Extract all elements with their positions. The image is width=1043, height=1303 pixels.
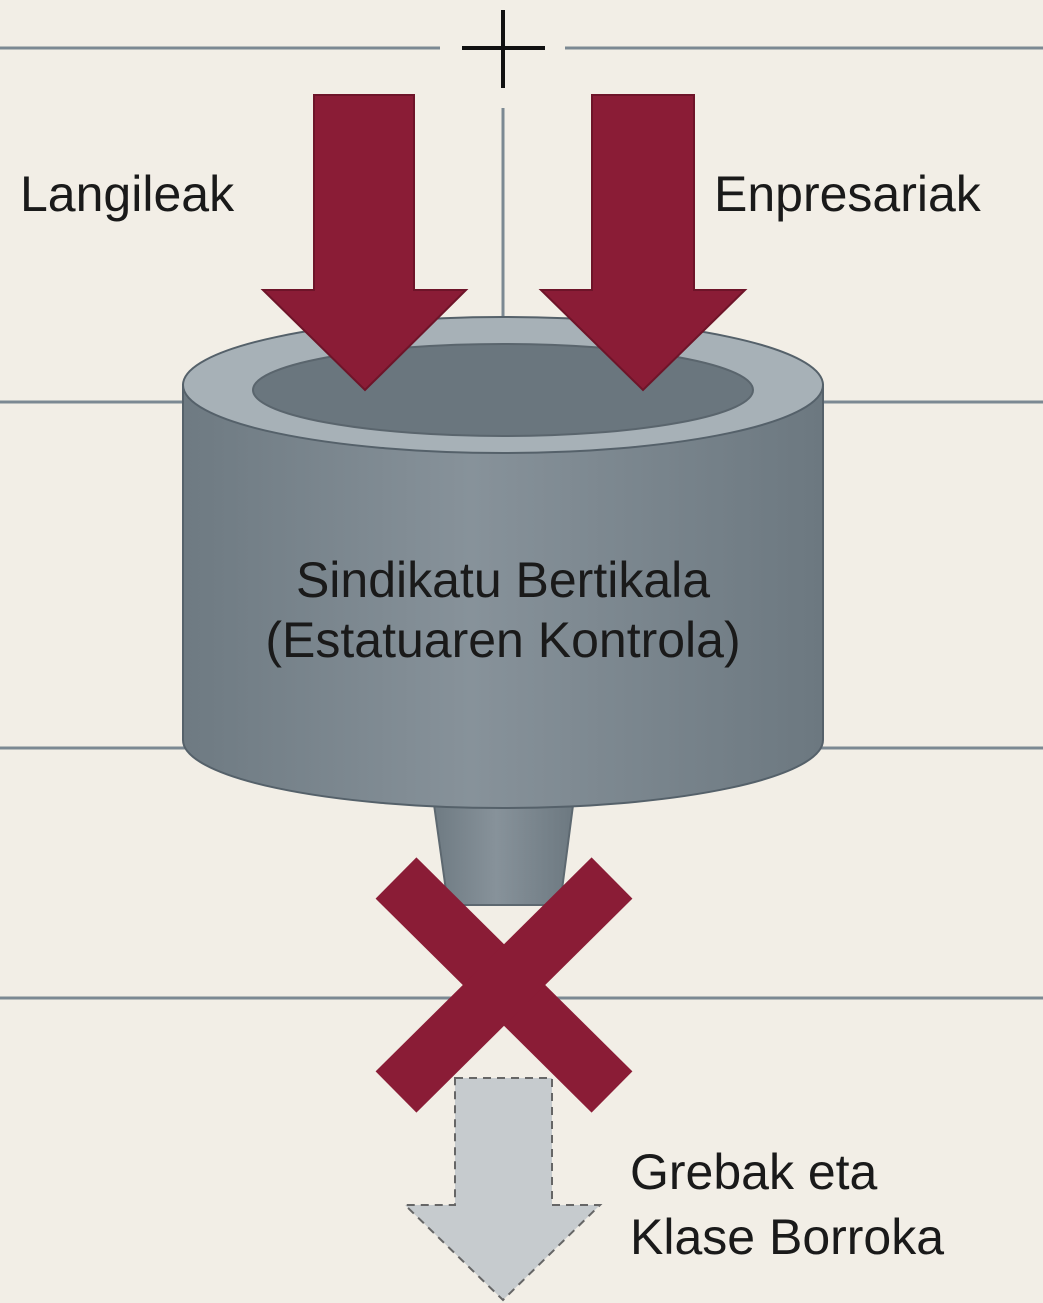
- blocked-outcome-arrow: [402, 1077, 603, 1302]
- label-employers: Enpresariak: [714, 166, 981, 222]
- syndicate-label: Sindikatu Bertikala (Estatuaren Kontrola…: [183, 550, 823, 670]
- outcome-label: Grebak eta Klase Borroka: [630, 1140, 944, 1270]
- x-mark-icon: [375, 857, 633, 1113]
- outcome-label-line2: Klase Borroka: [630, 1209, 945, 1265]
- syndicate-label-line1: Sindikatu Bertikala: [295, 552, 711, 608]
- cylinder-opening: [252, 343, 754, 437]
- cylinder-body: [182, 384, 824, 809]
- plus-icon: [462, 10, 545, 88]
- arrow-workers: [260, 94, 469, 392]
- syndicate-label-line2: (Estatuaren Kontrola): [265, 612, 741, 668]
- arrow-employers: [538, 94, 748, 392]
- label-workers: Langileak: [20, 166, 235, 222]
- outcome-label-line1: Grebak eta: [630, 1144, 878, 1200]
